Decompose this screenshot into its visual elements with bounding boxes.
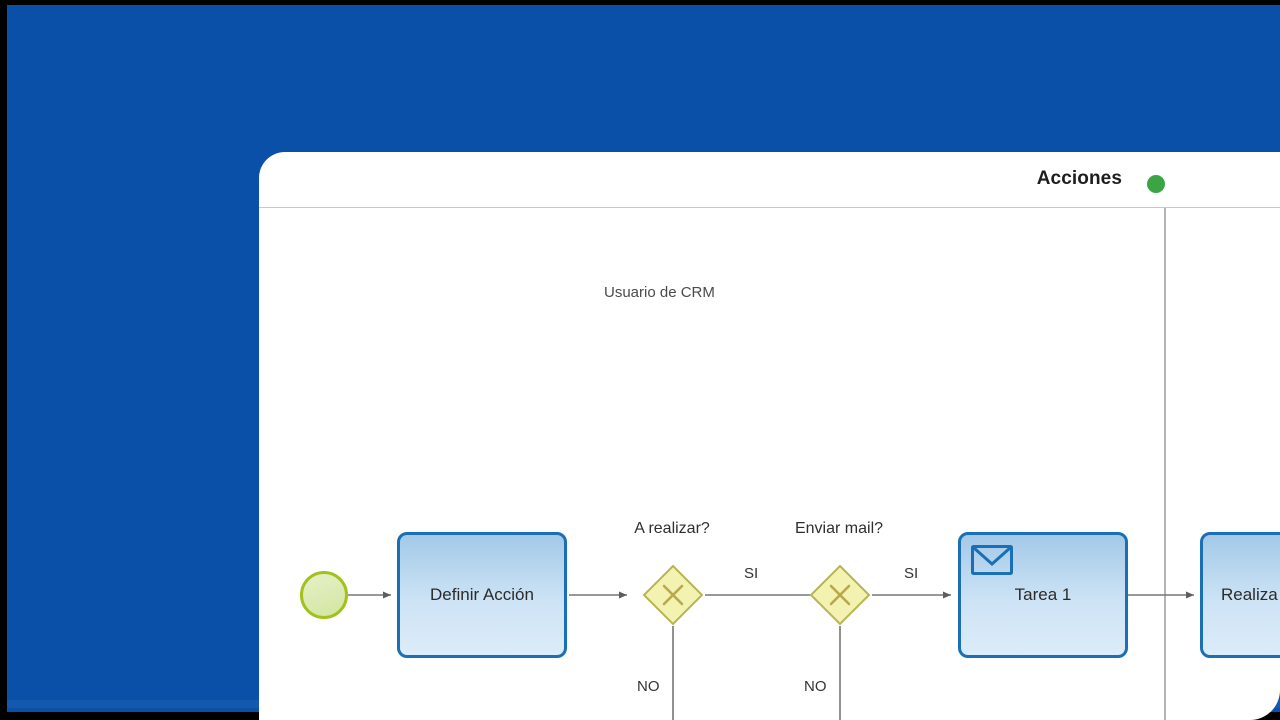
page-title: Acciones <box>1036 168 1122 189</box>
exclusive-x-icon <box>662 584 684 606</box>
task-label: Tarea 1 <box>1014 585 1072 604</box>
gateway-a-realizar[interactable] <box>642 564 704 626</box>
gateway-enviar-mail[interactable] <box>809 564 871 626</box>
bpmn-canvas: Usuario de CRM <box>259 208 1280 720</box>
card-header: Acciones <box>259 152 1280 208</box>
task-label: Realiza <box>1221 585 1278 604</box>
start-event[interactable] <box>300 571 348 619</box>
task-tarea-1[interactable]: Tarea 1 <box>958 532 1128 658</box>
flow-label-no-2: NO <box>804 678 827 695</box>
flow-label-no-1: NO <box>637 678 660 695</box>
lane-label-usuario-de-crm: Usuario de CRM <box>604 284 715 301</box>
task-label: Definir Acción <box>430 585 534 604</box>
lane-divider-vertical <box>1164 208 1166 720</box>
flow-label-si-1: SI <box>744 565 759 582</box>
status-dot-icon <box>1147 175 1165 193</box>
gateway-caption-enviar-mail: Enviar mail? <box>794 520 884 537</box>
task-realizar[interactable]: Realiza <box>1200 532 1280 658</box>
process-card: Acciones Usuario de CRM <box>259 152 1280 720</box>
task-definir-accion[interactable]: Definir Acción <box>397 532 567 658</box>
exclusive-x-icon <box>829 584 851 606</box>
flow-label-si-2: SI <box>904 565 919 582</box>
envelope-icon <box>971 545 1013 580</box>
sequence-flows <box>348 591 1194 720</box>
gateway-caption-a-realizar: A realizar? <box>634 520 710 537</box>
